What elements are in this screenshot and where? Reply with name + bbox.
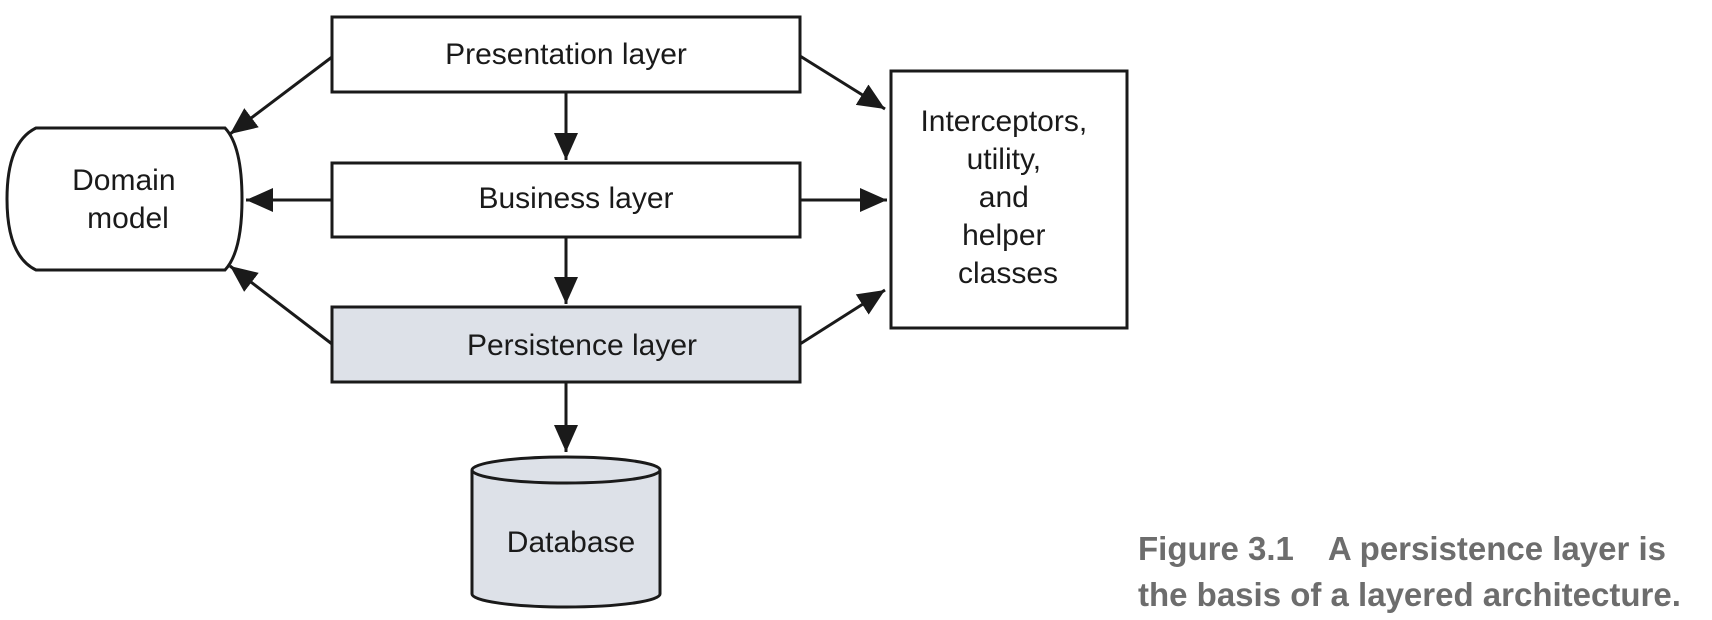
domain-model-shape: Domain model: [5, 126, 244, 272]
presentation-layer-box: Presentation layer: [330, 15, 802, 94]
arrow-presentation-to-helpers: [799, 54, 886, 111]
helper-line-1: Interceptors,: [920, 105, 1087, 138]
domain-model-line-2: model: [87, 202, 169, 235]
arrow-presentation-to-domain-model: [229, 55, 333, 136]
helper-line-3: and: [979, 181, 1029, 214]
figure-number: Figure 3.1: [1138, 530, 1294, 567]
helper-line-2: utility,: [967, 143, 1041, 176]
arrow-persistence-to-helpers: [799, 288, 886, 346]
helper-line-4: helper: [962, 219, 1045, 252]
caption-text-line-2: the basis of a layered architecture.: [1138, 576, 1681, 613]
database-cylinder: Database: [470, 455, 662, 609]
persistence-layer-box: Persistence layer: [330, 305, 802, 384]
presentation-layer-label: Presentation layer: [445, 38, 687, 71]
domain-model-label: Domain model: [72, 164, 184, 235]
business-layer-label: Business layer: [478, 182, 673, 215]
business-layer-box: Business layer: [330, 161, 802, 239]
arrow-persistence-to-domain-model: [229, 264, 333, 346]
helper-classes-box: Interceptors, utility, and helper classe…: [889, 69, 1129, 330]
caption-text-line-1: A persistence layer is: [1327, 530, 1667, 567]
figure-caption: Figure 3.1 A persistence layer is the bas…: [1138, 526, 1708, 618]
domain-model-line-1: Domain: [72, 164, 175, 197]
helper-line-5: classes: [958, 257, 1058, 290]
caption-line-1: Figure 3.1 A persistence layer is: [1138, 526, 1708, 572]
database-label: Database: [507, 526, 635, 559]
helper-classes-label: Interceptors, utility, and helper classe…: [920, 105, 1095, 290]
persistence-layer-label: Persistence layer: [467, 329, 697, 362]
